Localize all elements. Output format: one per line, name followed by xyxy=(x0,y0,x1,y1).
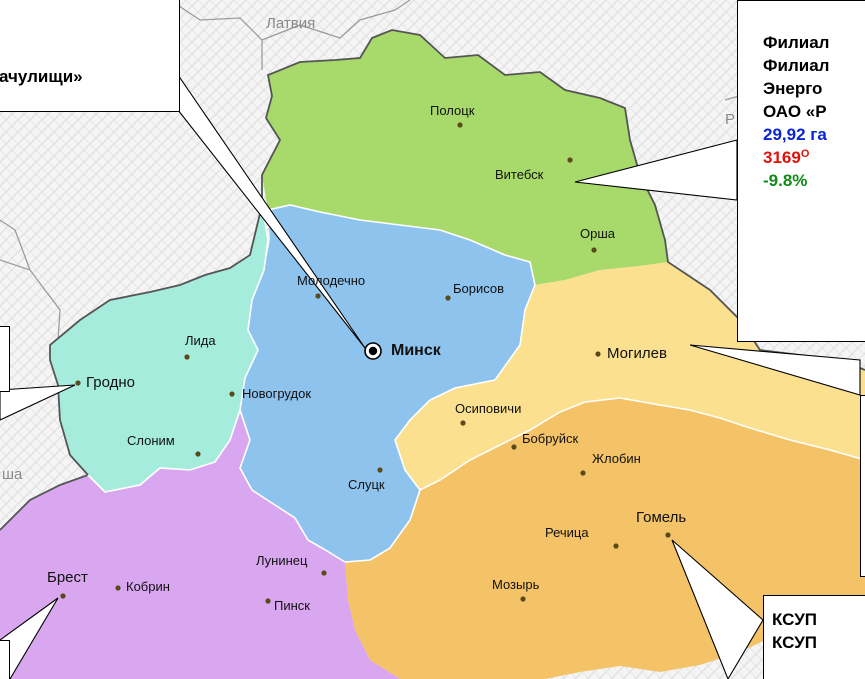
callout-gomel-line2: КСУП xyxy=(772,633,817,652)
city-label-polotsk: Полоцк xyxy=(430,103,475,118)
city-label-orsha: Орша xyxy=(580,226,616,241)
pointer-mogilev xyxy=(689,344,861,396)
city-dot-borisov xyxy=(445,295,451,301)
city-label-borisov: Борисов xyxy=(453,281,505,296)
city-label-slonim: Слоним xyxy=(127,433,175,448)
country-label-poland: ша xyxy=(2,466,23,483)
region-minsk xyxy=(240,205,535,562)
callout-brest-region xyxy=(0,640,10,679)
region-brest xyxy=(0,410,400,679)
city-label-osipovichi: Осиповичи xyxy=(455,401,522,416)
callout-minsk-line1: ачулищи» xyxy=(0,67,83,86)
city-label-pinsk: Пинск xyxy=(274,598,310,613)
callout-vitebsk-change: -9.8% xyxy=(763,171,808,190)
country-label-latvia: Латвия xyxy=(266,15,316,32)
city-label-vitebsk: Витебск xyxy=(495,167,544,182)
city-dot-pinsk xyxy=(265,598,271,604)
region-borders xyxy=(87,204,865,563)
city-label-luninets: Лунинец xyxy=(256,553,308,568)
callout-vitebsk-line3: Энерго xyxy=(763,79,823,98)
city-dot-osipovichi xyxy=(460,420,466,426)
callout-vitebsk-value: 3169О xyxy=(763,146,865,169)
city-label-gomel: Гомель xyxy=(636,509,687,526)
city-dot-zhlobin xyxy=(580,470,586,476)
city-label-grodno: Гродно xyxy=(86,374,136,391)
city-dot-gomel xyxy=(665,532,671,538)
city-dot-luninets xyxy=(321,570,327,576)
city-label-brest: Брест xyxy=(47,569,88,586)
city-dot-vitebsk xyxy=(567,157,573,163)
city-dots xyxy=(60,122,671,604)
city-label-molodechno: Молодечно xyxy=(297,273,366,288)
callout-minsk-region: ачулищи» xyxy=(0,0,180,112)
city-dot-novogrudok xyxy=(229,391,235,397)
city-label-minsk-capital: Минск xyxy=(391,342,441,359)
callout-vitebsk-line2: Филиал xyxy=(763,56,830,75)
capital-marker xyxy=(364,342,382,360)
pointer-grodno xyxy=(0,384,76,421)
city-dot-mozyr xyxy=(520,596,526,602)
city-dot-lida xyxy=(184,354,190,360)
callout-vitebsk-value-sup: О xyxy=(800,148,810,160)
city-label-lida: Лида xyxy=(185,333,216,348)
region-grodno xyxy=(50,205,268,492)
city-dot-polotsk xyxy=(457,122,463,128)
callout-vitebsk-area: 29,92 га xyxy=(763,125,827,144)
city-dot-slonim xyxy=(195,451,201,457)
region-vitebsk xyxy=(262,30,668,285)
callout-gomel-line1: КСУП xyxy=(772,610,817,629)
city-label-mogilev: Могилев xyxy=(607,345,667,362)
city-dot-brest xyxy=(60,593,66,599)
city-label-rechitsa: Речица xyxy=(545,525,589,540)
city-dot-kobrin xyxy=(115,585,121,591)
country-border xyxy=(0,29,865,531)
city-dot-grodno xyxy=(75,380,81,386)
callout-grodno-region xyxy=(0,326,10,392)
city-label-mozyr: Мозырь xyxy=(492,577,540,592)
city-dot-mogilev xyxy=(595,351,601,357)
region-mogilev xyxy=(395,262,865,490)
city-label-novogrudok: Новогрудок xyxy=(242,386,312,401)
border-line xyxy=(169,0,411,70)
city-label-slutsk: Слуцк xyxy=(348,477,385,492)
callout-vitebsk-value-number: 3169 xyxy=(763,148,801,167)
city-dot-molodechno xyxy=(315,293,321,299)
pointer-gomel xyxy=(671,539,764,679)
city-dot-slutsk xyxy=(377,467,383,473)
country-label-russia: Р xyxy=(725,111,736,128)
callout-vitebsk-line4: ОАО «Р xyxy=(763,102,827,121)
city-label-kobrin: Кобрин xyxy=(126,579,170,594)
callout-vitebsk-line1: Филиал xyxy=(763,33,830,52)
border-line xyxy=(0,219,61,341)
callout-mogilev-region xyxy=(860,395,865,577)
callout-vitebsk-region: Филиал Филиал Энерго ОАО «Р 29,92 га 316… xyxy=(737,0,865,342)
city-dot-orsha xyxy=(591,247,597,253)
city-label-zhlobin: Жлобин xyxy=(592,451,641,466)
callout-gomel-region: КСУП КСУП xyxy=(763,595,865,679)
city-label-bobruisk: Бобруйск xyxy=(522,431,579,446)
city-dot-rechitsa xyxy=(613,543,619,549)
city-dot-bobruisk xyxy=(511,444,517,450)
